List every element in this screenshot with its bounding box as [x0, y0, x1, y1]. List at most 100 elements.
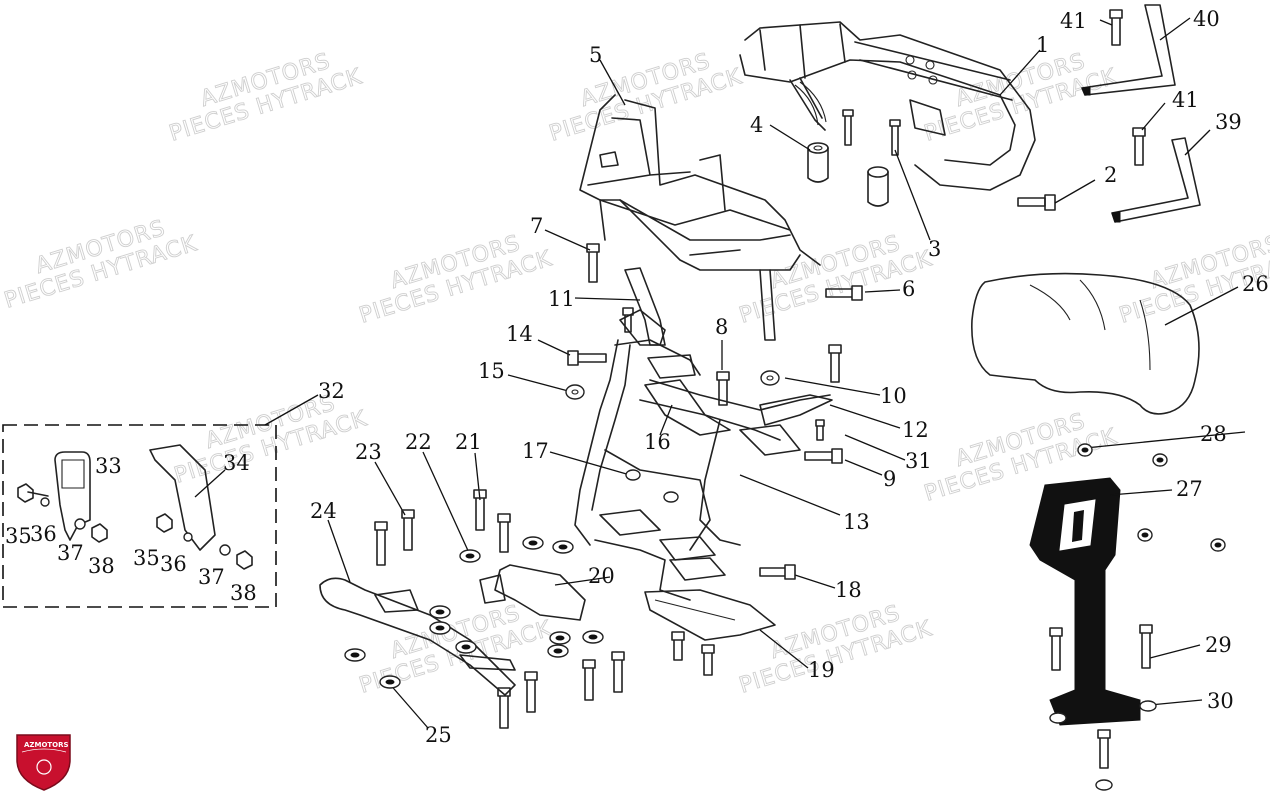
part-label-16: 16 [644, 430, 671, 454]
part-label-27: 27 [1176, 477, 1203, 501]
part-label-31: 31 [905, 449, 932, 473]
nut [1139, 700, 1157, 712]
nut [379, 675, 401, 689]
part-3-spacer [867, 166, 889, 207]
nut [429, 621, 451, 635]
part-label-17: 17 [522, 439, 549, 463]
nut [1049, 712, 1067, 724]
logo-text: AZMOTORS [24, 741, 69, 749]
part-label-3: 3 [928, 237, 941, 261]
part-5-front-rack [579, 94, 821, 341]
part-20-plate [479, 564, 586, 621]
part-label-25: 25 [425, 723, 452, 747]
bolt [582, 659, 596, 701]
nut [459, 549, 481, 563]
part-label-5: 5 [589, 43, 602, 67]
bolt [401, 509, 415, 551]
part-label-9: 9 [883, 467, 896, 491]
hardware-fasteners [344, 243, 1226, 791]
part-39-bar [1111, 137, 1201, 223]
bolt [825, 285, 863, 301]
part-label-39: 39 [1215, 110, 1242, 134]
part-41-bolt-mid [1132, 127, 1146, 166]
part-label-7: 7 [530, 214, 543, 238]
part-label-10: 10 [880, 384, 907, 408]
bolt [828, 344, 842, 383]
bolt [497, 687, 511, 729]
nut [625, 469, 641, 481]
part-label-26: 26 [1242, 272, 1269, 296]
part-27-bracket [1029, 477, 1141, 726]
part-4-spacer [807, 142, 829, 183]
part-label-37-left: 37 [57, 541, 84, 565]
bolt [374, 521, 388, 566]
part-3-bolts [842, 109, 901, 156]
leader-lines [264, 17, 1246, 729]
bolt [1139, 624, 1153, 669]
nut [455, 640, 477, 654]
nut [582, 630, 604, 644]
part-label-37-right: 37 [198, 565, 225, 589]
bolt [622, 307, 634, 333]
part-16-bracket [644, 379, 731, 436]
bolt [716, 371, 730, 406]
bolt [815, 419, 825, 441]
part-label-35-left: 35 [5, 524, 32, 548]
watermark: AZMOTORS PIECES HYTRACK [356, 230, 556, 329]
part-label-23: 23 [355, 440, 382, 464]
bolt [586, 243, 600, 283]
part-label-4: 4 [750, 113, 763, 137]
logo-shield [16, 734, 71, 791]
part-label-20: 20 [588, 564, 615, 588]
part-11-arm [624, 267, 666, 346]
nut [552, 540, 574, 554]
part-label-38-right: 38 [230, 581, 257, 605]
part-2-bolt [1017, 194, 1056, 211]
part-label-11: 11 [548, 287, 575, 311]
bolt [524, 671, 538, 713]
part-label-32: 32 [318, 379, 345, 403]
nut [663, 491, 679, 503]
bolt [473, 489, 487, 531]
bolt [611, 651, 625, 693]
bolt [759, 564, 796, 580]
part-label-1: 1 [1036, 33, 1049, 57]
bolt [804, 448, 843, 464]
part-34-bar [149, 444, 226, 551]
detail-box-32 [2, 424, 277, 608]
part-label-18: 18 [835, 578, 862, 602]
part-label-38-left: 38 [88, 554, 115, 578]
part-label-40: 40 [1193, 7, 1220, 31]
bolt [1049, 627, 1063, 671]
part-1-rear-rack [739, 21, 1036, 191]
part-24-footrest [319, 577, 516, 696]
part-label-14: 14 [506, 322, 533, 346]
part-label-6: 6 [902, 277, 915, 301]
part-label-19: 19 [808, 658, 835, 682]
part-label-30: 30 [1207, 689, 1234, 713]
part-label-41-top: 41 [1060, 9, 1087, 33]
bolt [1097, 729, 1111, 769]
part-label-28: 28 [1200, 422, 1227, 446]
part-label-36-right: 36 [160, 552, 187, 576]
nut [429, 605, 451, 619]
part-label-36-left: 36 [30, 522, 57, 546]
nut [1152, 453, 1168, 467]
part-label-34: 34 [223, 451, 250, 475]
part-label-24: 24 [310, 499, 337, 523]
azmotors-logo: AZMOTORS [16, 734, 71, 791]
part-13-frame [574, 309, 831, 601]
nut [549, 631, 571, 645]
bolt [671, 631, 685, 661]
detail-nuts [17, 483, 253, 570]
part-12-bracket [759, 394, 833, 426]
part-26-cover [971, 272, 1200, 415]
part-label-41-mid: 41 [1172, 88, 1199, 112]
bolt [567, 350, 607, 366]
nut [565, 384, 585, 400]
nut [1077, 443, 1093, 457]
nut [1095, 779, 1113, 791]
nut [522, 536, 544, 550]
